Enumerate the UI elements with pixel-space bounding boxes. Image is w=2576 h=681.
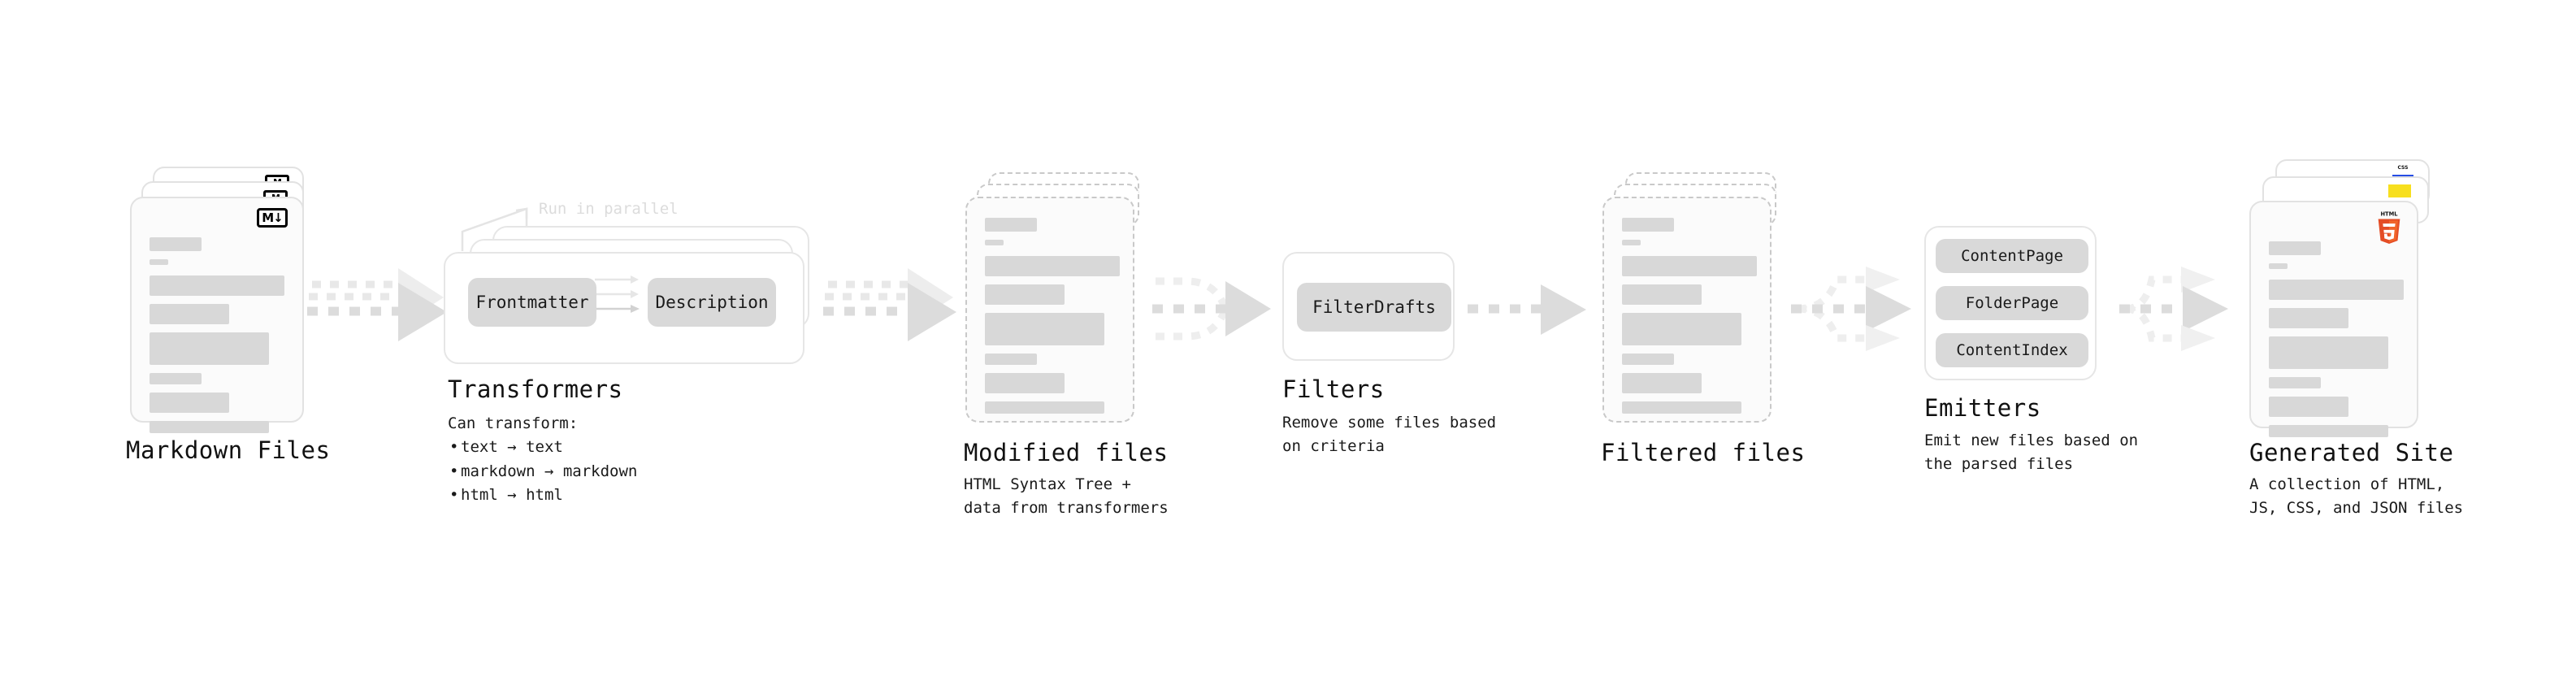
- skeleton-bar: [150, 237, 202, 251]
- skeleton-bar: [2269, 308, 2348, 328]
- skeleton-bar: [985, 373, 1065, 393]
- skeleton-bar: [2269, 397, 2348, 417]
- skeleton-bar: [1622, 284, 1702, 305]
- skeleton-bar: [2269, 425, 2388, 437]
- js-badge: [2388, 184, 2411, 197]
- stage-title-transformers: Transformers: [448, 375, 623, 403]
- skeleton-bar: [2269, 377, 2321, 388]
- skeleton-bar: [150, 259, 168, 265]
- run-in-parallel-note: Run in parallel: [539, 200, 679, 218]
- transformers-bullet-list: text → text markdown → markdown html → h…: [448, 436, 637, 508]
- skeleton-bar: [985, 354, 1037, 365]
- stage-title-markdown-files: Markdown Files: [126, 436, 331, 464]
- transformers-description-header: Can transform:: [448, 414, 579, 432]
- chip-contentpage[interactable]: ContentPage: [1936, 239, 2088, 273]
- chip-folderpage[interactable]: FolderPage: [1936, 286, 2088, 320]
- stage-title-modified-files: Modified files: [964, 439, 1169, 466]
- skeleton-bar: [150, 393, 229, 413]
- modified-file-skeleton: [985, 218, 1120, 422]
- skeleton-bar: [1622, 313, 1741, 345]
- skeleton-bar: [985, 401, 1104, 414]
- filtered-file-skeleton: [1622, 218, 1757, 422]
- css-badge: CSS: [2392, 166, 2413, 177]
- filters-group: FilterDrafts: [1282, 252, 1455, 361]
- connector-markdown-to-transformers: [307, 268, 447, 341]
- skeleton-bar: [2269, 241, 2321, 255]
- run-in-parallel-leader: [461, 207, 528, 251]
- skeleton-bar: [985, 284, 1065, 305]
- filtered-files-stack: [1602, 172, 1789, 432]
- skeleton-bar: [985, 218, 1037, 232]
- connector-transformers-to-modified: [823, 268, 956, 341]
- connector-filtered-to-emitters: [1791, 267, 1911, 351]
- generated-site-stack: CSS HTML: [2249, 159, 2444, 437]
- skeleton-bar: [985, 240, 1004, 245]
- connector-modified-to-filters: [1152, 277, 1271, 340]
- transformer-group-front: Frontmatter Description: [444, 252, 804, 364]
- skeleton-bar: [985, 313, 1104, 345]
- transformers-bullet-item: markdown → markdown: [448, 460, 637, 484]
- markdown-badge: M↓: [257, 208, 288, 228]
- stage-subtitle-filters: Remove some files based on criteria: [1282, 414, 1497, 456]
- generated-site-card-front: HTML: [2249, 201, 2418, 437]
- markdown-files-stack: M M M↓: [130, 167, 317, 433]
- skeleton-bar: [1622, 354, 1674, 365]
- connector-emitters-to-site: [2119, 267, 2228, 351]
- skeleton-bar: [1622, 256, 1757, 276]
- stage-title-generated-site: Generated Site: [2249, 439, 2454, 466]
- svg-text:HTML: HTML: [2380, 211, 2398, 218]
- connector-filters-to-filtered: [1468, 284, 1586, 335]
- skeleton-bar: [2269, 263, 2288, 269]
- generated-site-skeleton: [2269, 241, 2404, 445]
- stage-title-filtered-files: Filtered files: [1601, 439, 1806, 466]
- transformer-inner-arrows: [595, 275, 640, 313]
- modified-files-stack: [965, 172, 1152, 432]
- markdown-file-card-front: M↓: [130, 197, 304, 433]
- markdown-file-skeleton: [150, 237, 288, 441]
- transformers-description: Can transform: text → text markdown → ma…: [448, 412, 637, 508]
- modified-file-card-front: [965, 197, 1134, 423]
- stage-subtitle-emitters: Emit new files based on the parsed files: [1924, 432, 2139, 474]
- skeleton-bar: [1622, 373, 1702, 393]
- stage-subtitle-generated-site: A collection of HTML, JS, CSS, and JSON …: [2249, 475, 2464, 518]
- skeleton-bar: [150, 332, 269, 365]
- transformers-stack: F D F D Frontmatter Description: [444, 226, 826, 364]
- skeleton-bar: [985, 256, 1120, 276]
- stage-title-filters: Filters: [1282, 375, 1385, 403]
- skeleton-bar: [150, 304, 229, 324]
- transformers-bullet-item: text → text: [448, 436, 637, 460]
- chip-description[interactable]: Description: [648, 278, 776, 327]
- chip-filterdrafts[interactable]: FilterDrafts: [1297, 283, 1451, 332]
- skeleton-bar: [2269, 336, 2388, 369]
- skeleton-bar: [150, 421, 269, 433]
- skeleton-bar: [1622, 218, 1674, 232]
- emitters-group: ContentPage FolderPage ContentIndex: [1924, 226, 2097, 380]
- transformers-bullet-item: html → html: [448, 484, 637, 508]
- chip-frontmatter[interactable]: Frontmatter: [468, 278, 596, 327]
- filtered-file-card-front: [1602, 197, 1772, 423]
- stage-title-emitters: Emitters: [1924, 394, 2041, 422]
- html5-badge: HTML: [2378, 211, 2400, 244]
- skeleton-bar: [150, 373, 202, 384]
- skeleton-bar: [2269, 280, 2404, 300]
- stage-subtitle-modified-files: HTML Syntax Tree + data from transformer…: [964, 475, 1169, 518]
- skeleton-bar: [150, 275, 284, 296]
- chip-contentindex[interactable]: ContentIndex: [1936, 333, 2088, 367]
- skeleton-bar: [1622, 401, 1741, 414]
- skeleton-bar: [1622, 240, 1641, 245]
